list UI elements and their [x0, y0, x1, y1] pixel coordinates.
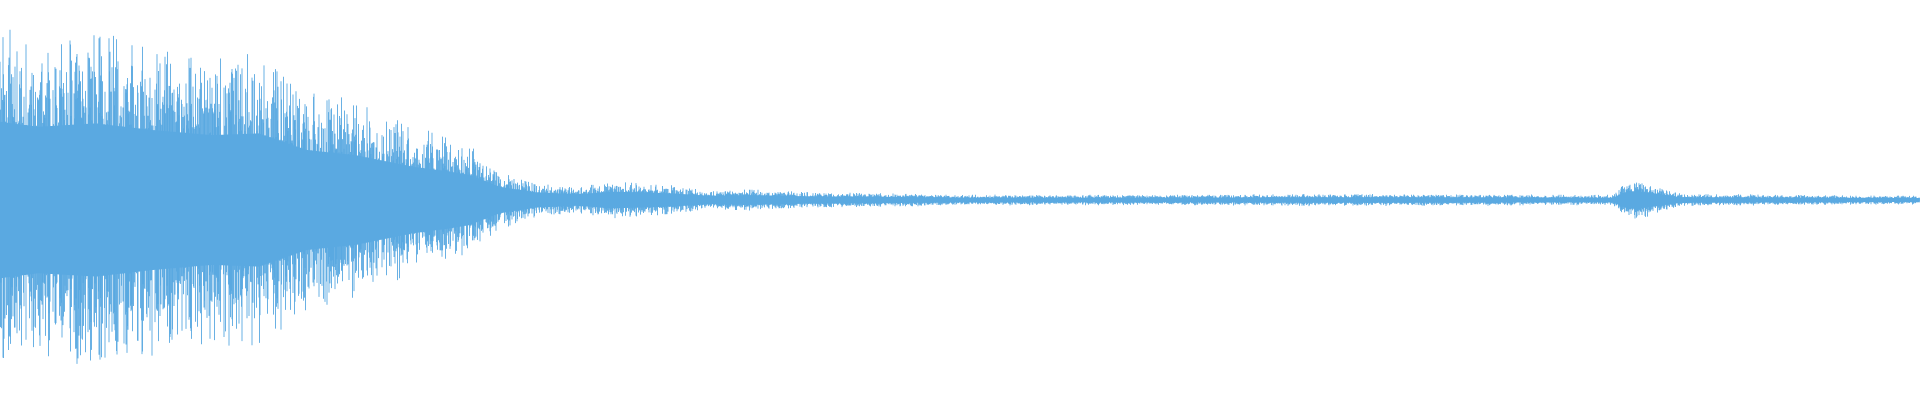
- waveform-trace: [0, 29, 1920, 364]
- waveform-core: [0, 121, 1920, 279]
